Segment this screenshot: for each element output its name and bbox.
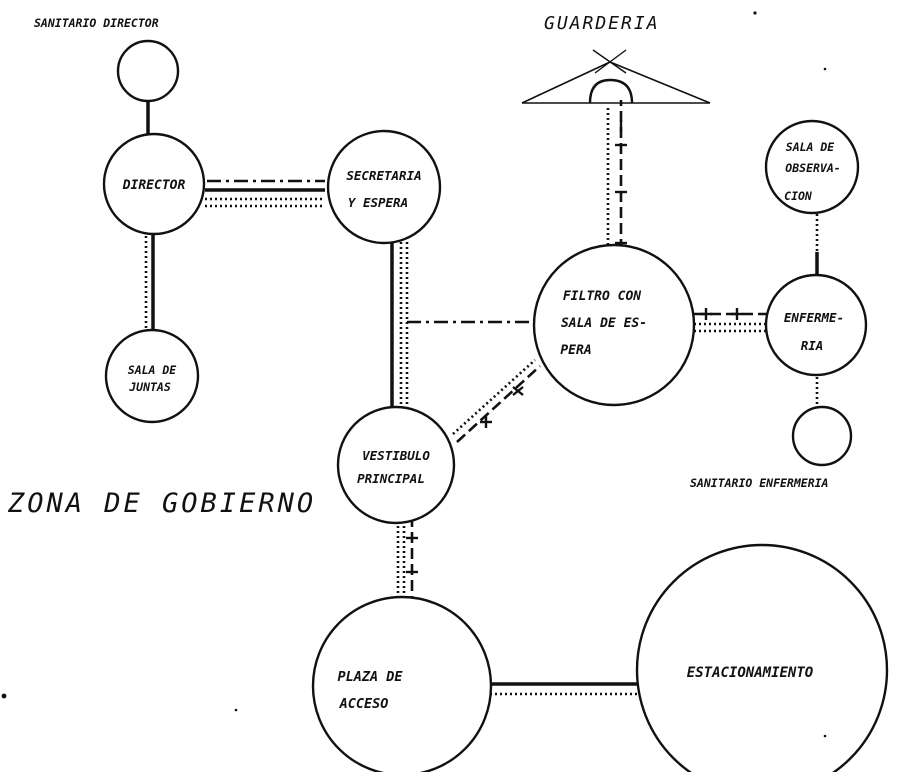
- node-label: JUNTAS: [128, 380, 171, 394]
- node-label: PERA: [560, 343, 591, 358]
- node-sanitario-director: [116, 39, 180, 103]
- label-sanitario-director: SANITARIO DIRECTOR: [34, 16, 159, 30]
- node-label: ENFERME-: [784, 310, 844, 325]
- scan-speck: [823, 67, 827, 71]
- node-label: RIA: [801, 338, 824, 353]
- node-label: VESTIBULO: [362, 448, 430, 463]
- connections: [144, 100, 819, 696]
- node-label: SECRETARIA: [346, 168, 421, 183]
- guarderia-symbol: [521, 49, 711, 104]
- triangle-edge: [594, 49, 627, 74]
- node-plaza: PLAZA DE ACCESO: [311, 595, 493, 772]
- node-sanitario-enfermeria: [791, 405, 853, 467]
- zone-title: ZONA DE GOBIERNO: [7, 488, 316, 519]
- node-label: SALA DE: [128, 363, 178, 377]
- scan-speck: [234, 708, 238, 712]
- link-vestibulo-filtro-dotted: [452, 359, 536, 435]
- node-label: PRINCIPAL: [357, 471, 425, 486]
- node-sala-juntas: SALA DE JUNTAS: [104, 328, 200, 424]
- node-label: CION: [784, 189, 813, 203]
- cross-mark: [512, 386, 524, 396]
- node-filtro: FILTRO CON SALA DE ES- PERA: [532, 243, 696, 407]
- node-label: Y ESPERA: [348, 195, 408, 210]
- scan-speck: [823, 734, 827, 738]
- arch: [588, 78, 634, 104]
- node-estacionamiento: ESTACIONAMIENTO: [635, 543, 889, 772]
- node-enfermeria: ENFERME- RIA: [764, 273, 868, 377]
- triangle-edge: [521, 61, 611, 104]
- label-sanitario-enfermeria: SANITARIO ENFERMERIA: [690, 476, 828, 490]
- node-label: ACCESO: [339, 696, 389, 712]
- scan-speck: [1, 693, 7, 699]
- node-label: PLAZA DE: [337, 669, 403, 685]
- node-label: OBSERVA-: [785, 161, 840, 175]
- scan-speck: [753, 11, 757, 15]
- node-sala-observacion: SALA DE OBSERVA- CION: [764, 119, 860, 215]
- triangle-edge: [609, 61, 711, 104]
- node-label: SALA DE: [786, 140, 836, 154]
- node-director: DIRECTOR: [102, 132, 206, 236]
- node-label: SALA DE ES-: [561, 316, 647, 331]
- node-label: ESTACIONAMIENTO: [687, 665, 813, 681]
- link-vestibulo-filtro-dashed: [456, 365, 541, 443]
- label-guarderia: GUARDERIA: [544, 13, 660, 34]
- node-label: FILTRO CON: [563, 289, 641, 304]
- node-secretaria: SECRETARIA Y ESPERA: [326, 129, 442, 245]
- node-label: DIRECTOR: [122, 178, 186, 193]
- node-vestibulo: VESTIBULO PRINCIPAL: [336, 405, 456, 525]
